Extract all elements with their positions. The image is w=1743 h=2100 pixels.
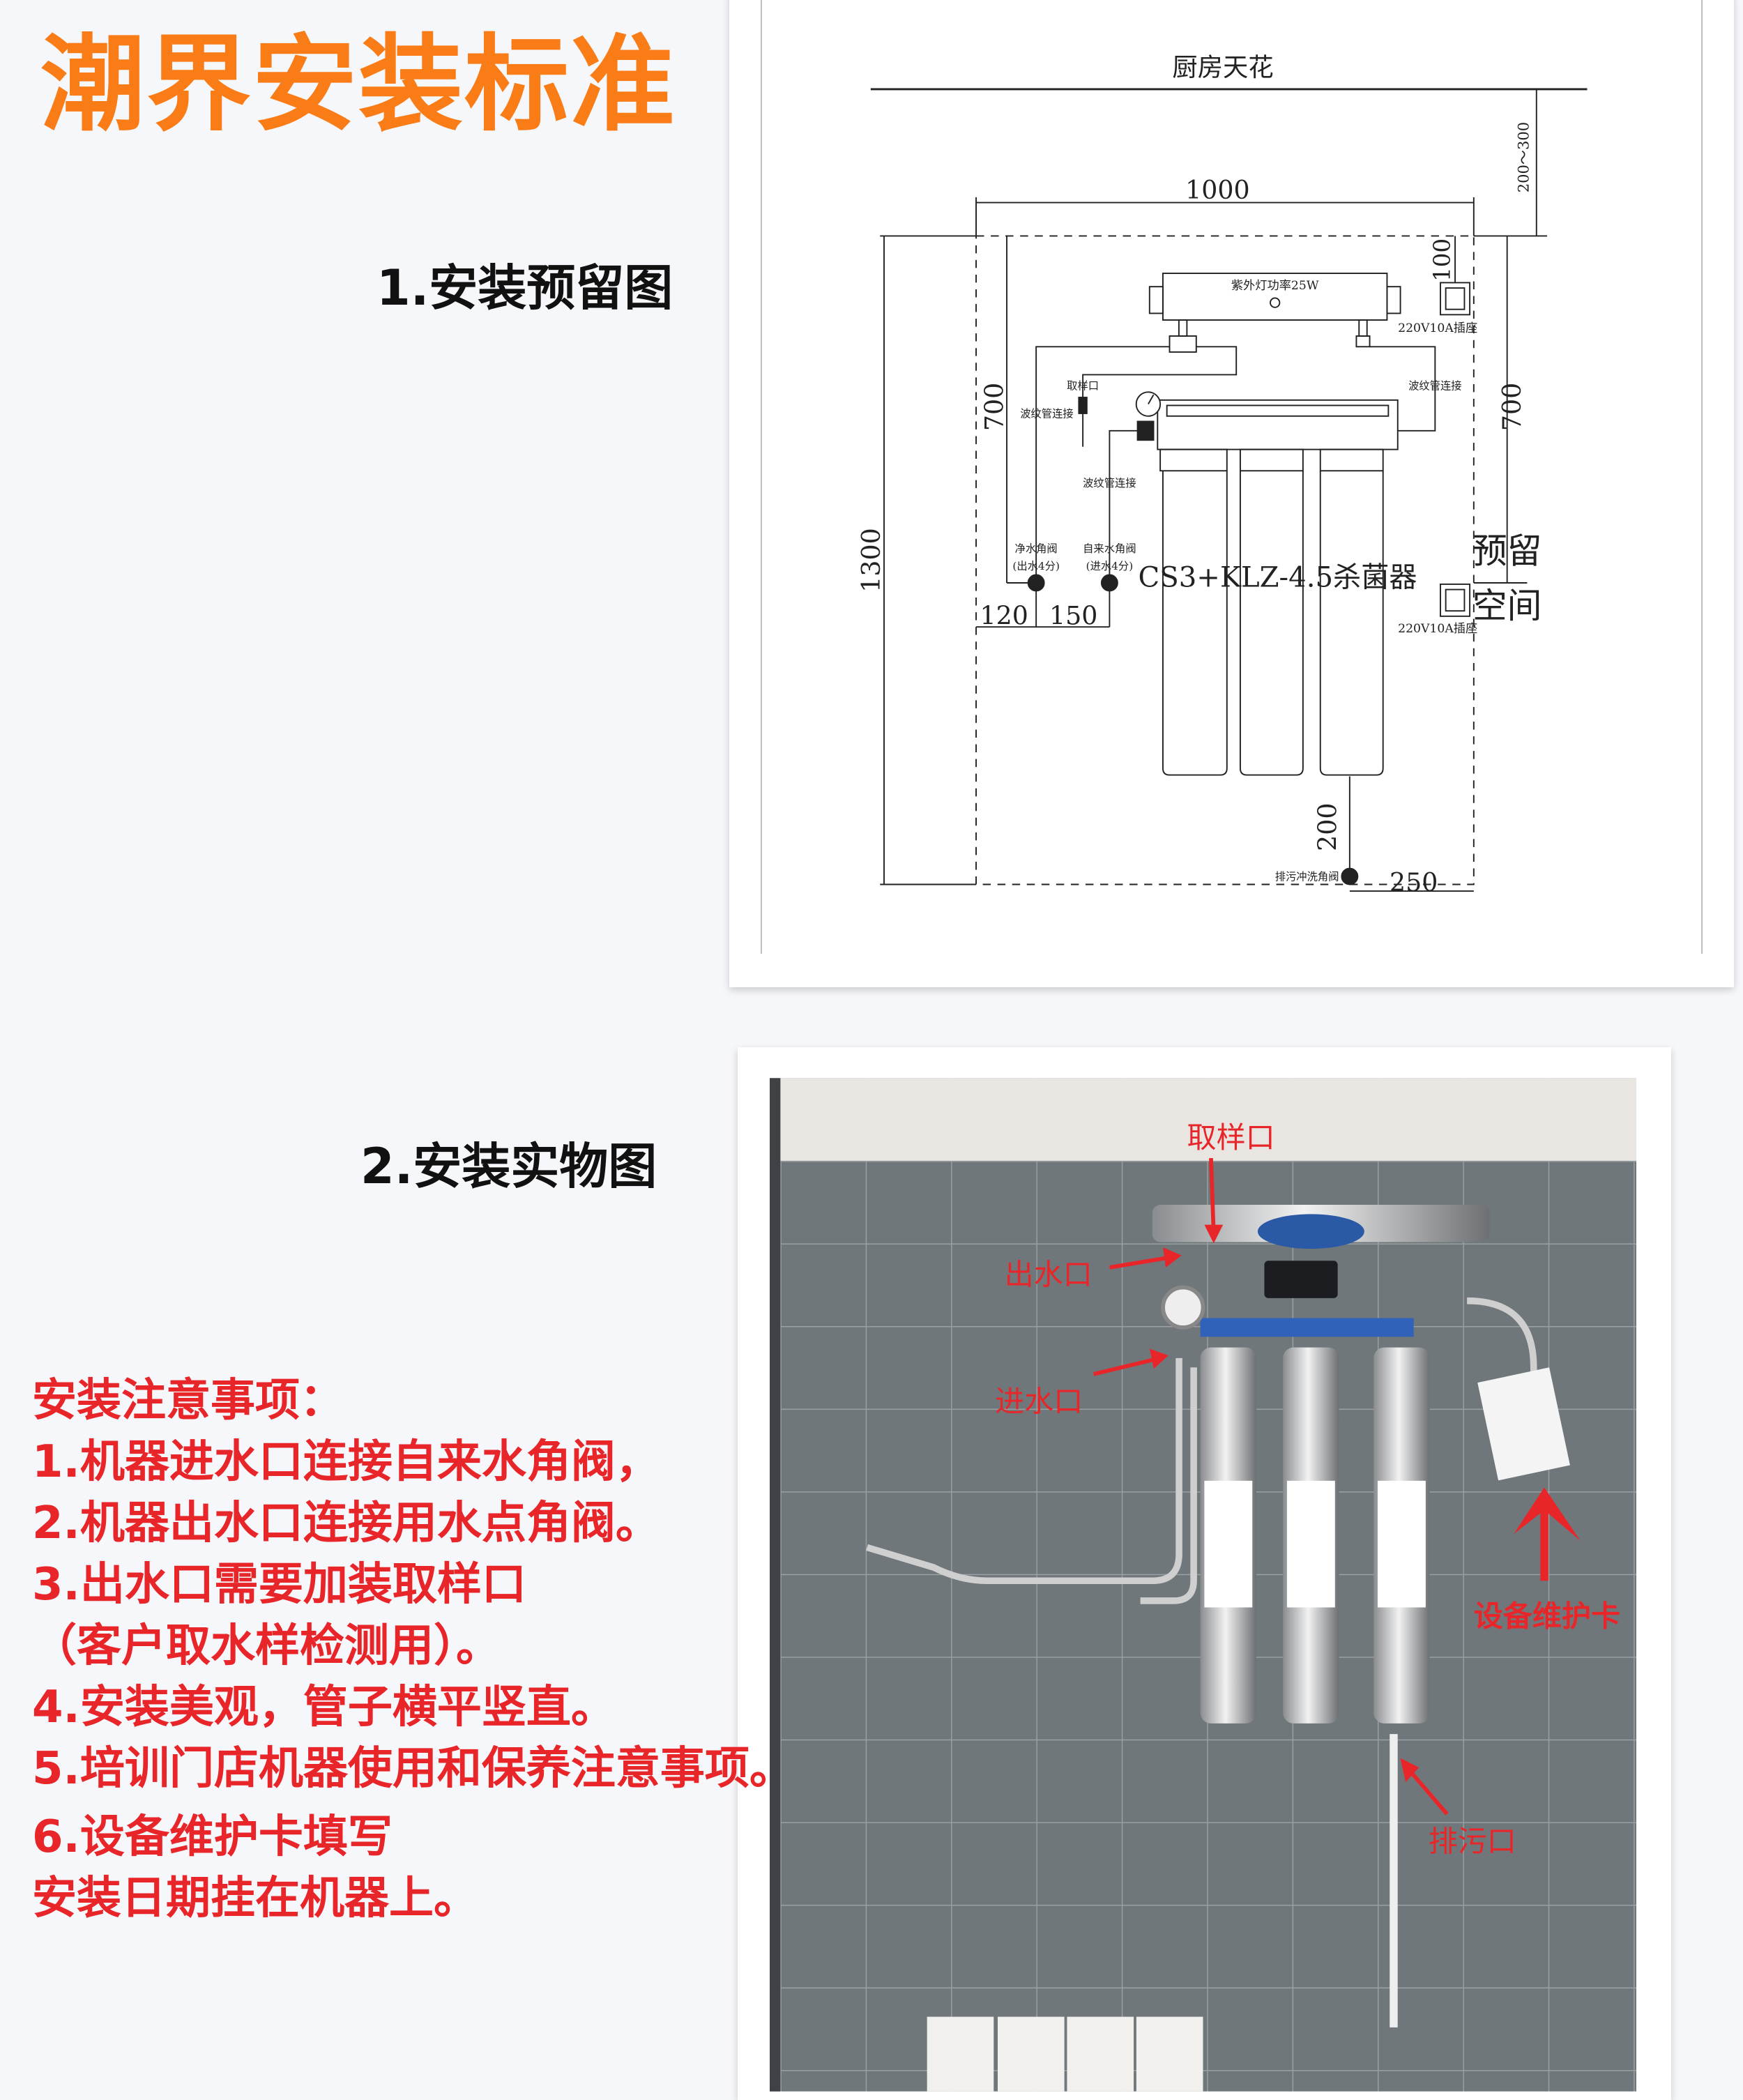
dim-120: 120: [980, 600, 1028, 630]
note-item: （客户取水样检测用）。: [32, 1620, 501, 1672]
hose-left-label: 波纹管连接: [1020, 408, 1073, 420]
inlet-valve-note: (进水4分): [1086, 560, 1134, 572]
inlet-valve-label: 自来水角阀: [1083, 542, 1136, 555]
photo-label-inlet: 进水口: [995, 1384, 1083, 1418]
sample-port-label: 取样口: [1067, 380, 1099, 393]
reserve-label-2: 空间: [1472, 586, 1542, 626]
note-item: 3.出水口需要加装取样口: [32, 1559, 526, 1611]
dim-200: 200: [1313, 803, 1343, 851]
diagram-card: 厨房天花 200～300 1000 1300 700 700 100 紫外灯功率…: [729, 0, 1734, 987]
installation-diagram: 厨房天花 200～300 1000 1300 700 700 100 紫外灯功率…: [760, 0, 1703, 954]
socket-label: 220V10A插座: [1398, 321, 1477, 335]
installation-photo: 取样口 出水口 进水口 设备维护卡 排污口: [770, 1078, 1636, 2092]
reserve-label-1: 预留: [1472, 531, 1542, 571]
outlet-valve-label: 净水角阀: [1015, 542, 1058, 555]
dim-150: 150: [1049, 600, 1097, 630]
dim-left: 700: [979, 383, 1009, 431]
photo-label-outlet: 出水口: [1005, 1258, 1093, 1292]
hose-mid-label: 波纹管连接: [1083, 477, 1136, 489]
outlet-valve-note: (出水4分): [1012, 560, 1060, 572]
dim-width: 1000: [1185, 175, 1250, 205]
note-item: 1.机器进水口连接自来水角阀，: [32, 1436, 660, 1488]
photo-label-maintenance-card: 设备维护卡: [1474, 1598, 1620, 1633]
model-label: CS3+KLZ-4.5杀菌器: [1138, 562, 1417, 594]
note-item: 安装日期挂在机器上。: [32, 1873, 478, 1924]
dim-height: 1300: [856, 528, 886, 593]
photo-label-drain: 排污口: [1429, 1824, 1516, 1858]
socket-label-2: 220V10A插座: [1398, 622, 1477, 636]
photo-card: 取样口 出水口 进水口 设备维护卡 排污口: [738, 1047, 1671, 2100]
dim-250: 250: [1390, 867, 1438, 897]
note-item: 6.设备维护卡填写: [32, 1811, 393, 1863]
dim-right: 700: [1497, 383, 1527, 431]
section-1-heading: 1.安装预留图: [376, 259, 673, 317]
note-item: 2.机器出水口连接用水点角阀。: [32, 1498, 660, 1549]
installation-notes: 安装注意事项： 1.机器进水口连接自来水角阀， 2.机器出水口连接用水点角阀。 …: [32, 1370, 794, 1929]
ceiling-label: 厨房天花: [1172, 52, 1273, 82]
drain-valve-label: 排污冲洗角阀: [1275, 871, 1339, 883]
note-item: 4.安装美观，管子横平竖直。: [32, 1682, 616, 1733]
dim-ceiling: 200～300: [1514, 122, 1532, 192]
page-title: 潮界安装标准: [40, 24, 677, 146]
section-2-heading: 2.安装实物图: [360, 1138, 657, 1195]
dim-top-socket: 100: [1429, 238, 1455, 282]
note-item: 5.培训门店机器使用和保养注意事项。: [32, 1743, 794, 1795]
photo-label-sample-port: 取样口: [1187, 1120, 1275, 1155]
notes-heading: 安装注意事项：: [32, 1375, 344, 1426]
hose-right-label: 波纹管连接: [1408, 380, 1462, 393]
uv-lamp-label: 紫外灯功率25W: [1231, 279, 1319, 293]
